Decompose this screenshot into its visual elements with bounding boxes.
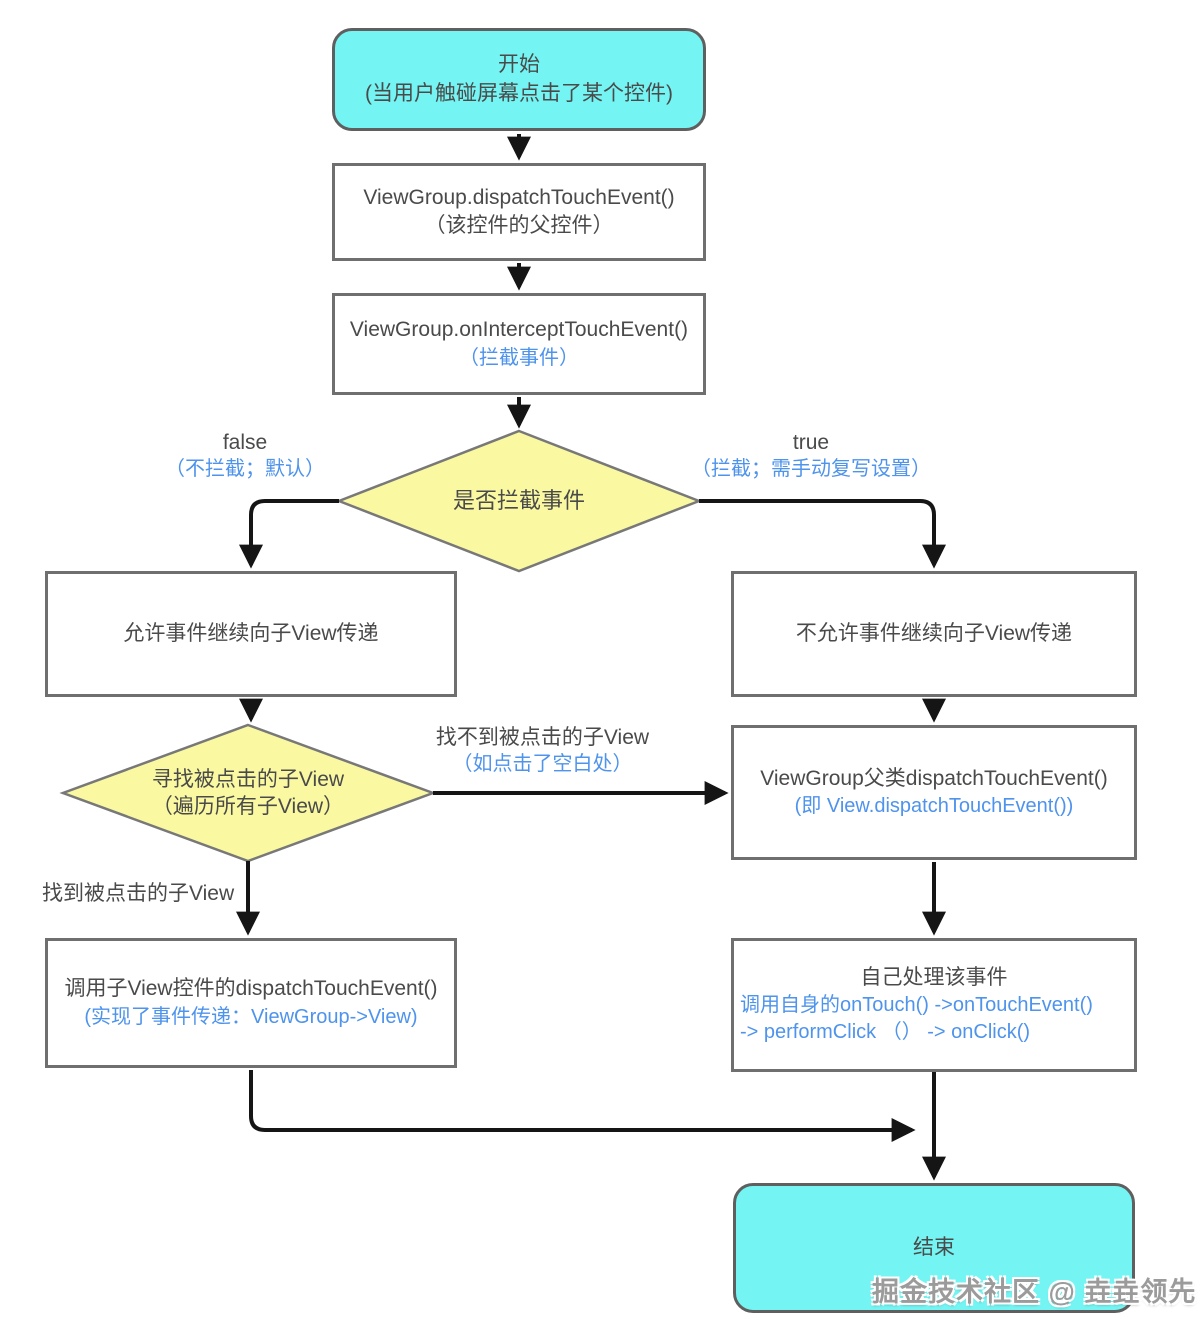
not-found-sublabel: （如点击了空白处）	[452, 753, 633, 776]
true-label: true	[792, 431, 830, 454]
watermark-text: 掘金技术社区 @ 垚垚领先	[872, 1277, 1197, 1307]
node-child-dispatchtouchevent: 调用子View控件的dispatchTouchEvent() (实现了事件传递：…	[45, 938, 457, 1068]
parent-dispatch-line1: ViewGroup父类dispatchTouchEvent()	[760, 766, 1108, 790]
node-decision-find-child: 寻找被点击的子View （遍历所有子View）	[63, 725, 433, 861]
self-handle-title: 自己处理该事件	[860, 965, 1008, 989]
not-found-label: 找不到被点击的子View	[435, 726, 650, 749]
node-parent-dispatchtouchevent: ViewGroup父类dispatchTouchEvent() (即 View.…	[731, 725, 1137, 860]
node-allow-label: 允许事件继续向子View传递	[123, 621, 379, 645]
false-sublabel: （不拦截；默认）	[165, 458, 325, 481]
node-dispatch-line1: ViewGroup.dispatchTouchEvent()	[363, 185, 675, 209]
node-intercept-line2: （拦截事件）	[459, 346, 579, 369]
found-label: 找到被点击的子View	[42, 882, 235, 905]
node-dispatch-line2: （该控件的父控件）	[424, 214, 614, 237]
node-viewgroup-dispatchtouchevent: ViewGroup.dispatchTouchEvent() （该控件的父控件）	[332, 163, 706, 261]
decision-find-line2: （遍历所有子View）	[151, 795, 345, 818]
decision-intercept-shape	[335, 429, 703, 573]
node-viewgroup-onintercepttouchevent: ViewGroup.onInterceptTouchEvent() （拦截事件）	[332, 293, 706, 395]
edge-false-branch	[239, 499, 339, 569]
node-self-handle-event: 自己处理该事件 调用自身的onTouch() ->onTouchEvent() …	[731, 938, 1137, 1072]
node-start-subtitle: (当用户触碰屏幕点击了某个控件)	[365, 81, 673, 105]
edge-label-not-found: 找不到被点击的子View （如点击了空白处）	[420, 724, 665, 777]
node-decision-intercept: 是否拦截事件	[339, 431, 699, 571]
node-disallow-label: 不允许事件继续向子View传递	[795, 621, 1073, 645]
edge-label-false: false （不拦截；默认）	[135, 429, 355, 482]
node-end-label: 结束	[913, 1235, 955, 1259]
node-disallow-pass: 不允许事件继续向子View传递	[731, 571, 1137, 697]
decision-find-line1: 寻找被点击的子View	[151, 767, 345, 791]
true-sublabel: （拦截；需手动复写设置）	[691, 458, 931, 481]
child-dispatch-line2: (实现了事件传递：ViewGroup->View)	[84, 1005, 418, 1028]
node-intercept-line1: ViewGroup.onInterceptTouchEvent()	[349, 318, 689, 342]
edge-true-branch	[699, 499, 946, 569]
edge-childdispatch-merge	[249, 1070, 916, 1142]
node-start: 开始 (当用户触碰屏幕点击了某个控件)	[332, 28, 706, 131]
parent-dispatch-line2: (即 View.dispatchTouchEvent())	[794, 795, 1074, 818]
false-label: false	[222, 431, 268, 454]
edge-label-found: 找到被点击的子View	[42, 880, 272, 907]
child-dispatch-line1: 调用子View控件的dispatchTouchEvent()	[64, 977, 438, 1001]
node-end: 结束	[733, 1183, 1135, 1313]
self-handle-line3: -> performClick （） -> onClick()	[740, 1021, 1031, 1044]
decision-intercept-label: 是否拦截事件	[452, 487, 585, 513]
edge-label-true: true （拦截；需手动复写设置）	[655, 429, 967, 482]
node-start-title: 开始	[498, 53, 540, 77]
self-handle-line2: 调用自身的onTouch() ->onTouchEvent()	[740, 994, 1093, 1017]
node-allow-pass: 允许事件继续向子View传递	[45, 571, 457, 697]
